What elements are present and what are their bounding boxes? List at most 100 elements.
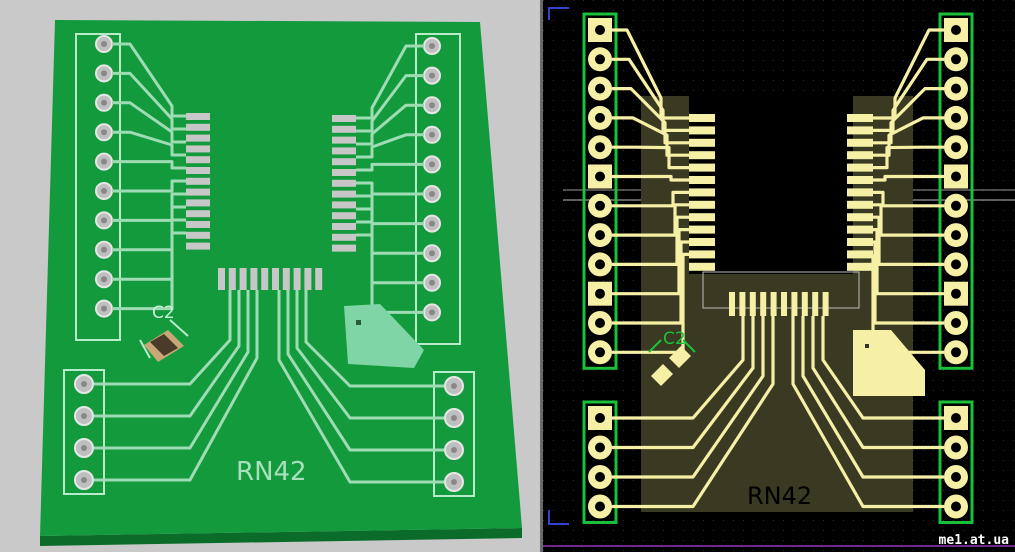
smd-pad-3d bbox=[186, 123, 210, 131]
pad-hole-2d bbox=[951, 413, 961, 423]
pin-hole-3d bbox=[429, 102, 435, 109]
trace-2d bbox=[873, 116, 944, 157]
trace-2d bbox=[612, 28, 689, 120]
trace-2d bbox=[612, 203, 689, 237]
pad-hole-2d bbox=[595, 347, 605, 358]
pad-hole-2d bbox=[595, 200, 605, 211]
smd-pad-2d bbox=[689, 176, 715, 184]
capacitor-c2-2d bbox=[648, 339, 696, 386]
smd-pad-2d bbox=[689, 225, 715, 234]
trace-2d bbox=[873, 174, 944, 182]
trace-3d bbox=[94, 290, 232, 386]
smd-pad-2d bbox=[847, 188, 873, 197]
smd-pad-2d bbox=[729, 292, 735, 316]
smd-pad-2d bbox=[791, 292, 798, 316]
smd-pad-3d bbox=[332, 201, 356, 209]
smd-pad-2d bbox=[822, 292, 829, 316]
trace-2d bbox=[791, 316, 944, 509]
pin-hole-3d bbox=[81, 445, 87, 451]
trace-2d bbox=[873, 145, 944, 170]
pin-hole-3d bbox=[429, 43, 435, 49]
smd-pad-3d bbox=[332, 136, 356, 144]
right-header-top-3d bbox=[415, 33, 461, 345]
watermark: me1.at.ua bbox=[938, 533, 1009, 548]
pcb-2d-canvas: C2 RN42 bbox=[543, 0, 1015, 552]
pad-hole-2d bbox=[595, 413, 605, 423]
header-outline-2d bbox=[938, 400, 974, 524]
pad-hole-2d bbox=[951, 501, 961, 512]
pin-hole-3d bbox=[101, 99, 107, 106]
capacitor-c2-3d bbox=[139, 319, 189, 362]
smd-pad-2d bbox=[760, 292, 767, 316]
trace-3d bbox=[112, 101, 186, 144]
pad-hole-2d bbox=[951, 259, 961, 270]
pin-hole-3d bbox=[81, 413, 87, 419]
smd-pad-3d bbox=[332, 115, 356, 122]
trace-2d bbox=[612, 57, 689, 132]
pad-hole-2d bbox=[951, 230, 961, 241]
pin-hole-3d bbox=[429, 309, 435, 316]
via-2d bbox=[865, 344, 869, 348]
smd-pad-3d bbox=[272, 268, 279, 290]
trace-2d bbox=[612, 215, 689, 266]
trace-2d bbox=[612, 316, 745, 420]
view-divider bbox=[540, 0, 543, 552]
smd-pad-2d bbox=[812, 292, 819, 316]
trace-2d bbox=[612, 145, 689, 170]
smd-pad-3d bbox=[186, 156, 210, 164]
pad-hole-2d bbox=[951, 25, 961, 35]
pin-hole-3d bbox=[101, 246, 107, 253]
trace-3d bbox=[94, 290, 259, 482]
trace-2d bbox=[612, 116, 689, 157]
trace-2d bbox=[873, 190, 944, 208]
trace-3d bbox=[356, 103, 424, 146]
board-3d-edge bbox=[40, 528, 522, 546]
trace-2d bbox=[612, 240, 689, 325]
smd-pad-2d bbox=[847, 213, 873, 222]
smd-pad-2d bbox=[689, 138, 715, 147]
smd-pad-2d bbox=[739, 292, 746, 316]
smd-pad-2d bbox=[847, 163, 873, 172]
trace-3d bbox=[356, 181, 424, 196]
smd-pad-2d bbox=[847, 225, 873, 234]
trace-2d bbox=[612, 174, 689, 182]
trace-2d bbox=[873, 215, 944, 266]
trace-3d bbox=[277, 290, 444, 484]
trace-2d bbox=[821, 316, 944, 420]
pad-hole-2d bbox=[595, 112, 605, 123]
smd-pad-3d bbox=[332, 125, 356, 133]
pin-hole-3d bbox=[451, 447, 457, 453]
pin-hole-3d bbox=[81, 477, 87, 483]
smd-pad-2d bbox=[847, 238, 873, 246]
smd-pad-3d bbox=[186, 134, 210, 142]
smd-pad-2d bbox=[847, 262, 873, 271]
trace-3d bbox=[286, 290, 444, 452]
trace-2d bbox=[801, 316, 944, 479]
pin-hole-3d bbox=[81, 381, 87, 387]
cap-label-2d: C2 bbox=[663, 329, 686, 349]
smd-pad-3d bbox=[282, 268, 290, 290]
smd-pad-3d bbox=[239, 268, 247, 290]
trace-3d bbox=[356, 44, 424, 120]
smd-pad-3d bbox=[186, 177, 210, 185]
pad-hole-2d bbox=[595, 83, 605, 94]
trace-3d bbox=[356, 74, 424, 133]
smd-pad-2d bbox=[689, 163, 715, 172]
pin-hole-3d bbox=[429, 279, 435, 286]
smd-pad-2d bbox=[847, 200, 873, 209]
smd-pad-2d bbox=[689, 200, 715, 209]
pin-hole-3d bbox=[101, 276, 107, 283]
pad-hole-2d bbox=[951, 112, 961, 123]
board-label-3d: RN42 bbox=[236, 457, 307, 487]
trace-2d bbox=[612, 316, 755, 450]
smd-pad-3d bbox=[332, 169, 356, 176]
board-3d bbox=[40, 20, 522, 536]
pin-hole-3d bbox=[101, 188, 107, 194]
pin-hole-3d bbox=[101, 217, 107, 224]
pcb-2d-view: C2 RN42 me1.at.ua bbox=[543, 0, 1015, 552]
pin-hole-3d bbox=[451, 415, 457, 421]
trace-3d bbox=[94, 290, 250, 450]
trace-3d bbox=[94, 290, 241, 418]
trace-3d bbox=[112, 160, 186, 170]
smd-pad-2d bbox=[770, 292, 777, 316]
